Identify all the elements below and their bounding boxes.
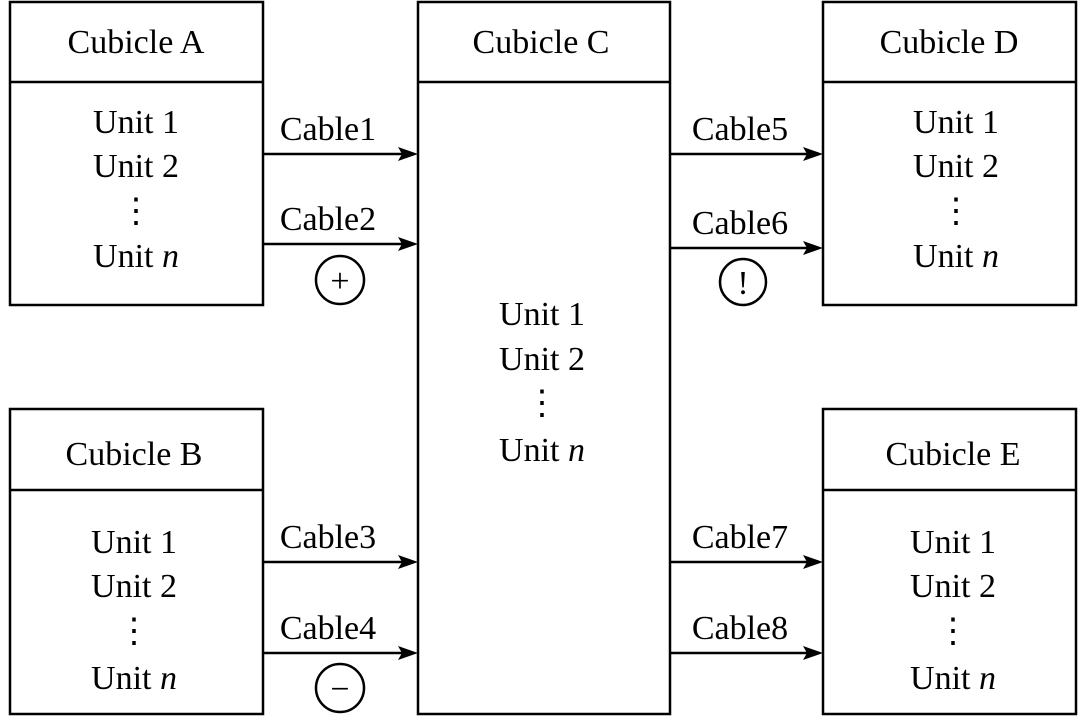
cubicle-a-ellipsis: ⋮ — [119, 193, 153, 230]
cable-2-arrowhead — [398, 237, 418, 251]
cable-5-label: Cable5 — [692, 111, 788, 148]
cable-8: Cable8 — [670, 610, 823, 660]
cable-4-label: Cable4 — [280, 610, 376, 647]
cubicle-d-box — [821, 0, 1078, 307]
cubicle-b-unit-n: Unit n — [91, 660, 177, 697]
cubicle-e-unit-n: Unit n — [910, 660, 996, 697]
cubicle-c-unit-1: Unit 1 — [499, 296, 585, 333]
cable-7-arrowhead — [803, 555, 823, 569]
cubicle-d-unit-2: Unit 2 — [913, 148, 999, 185]
minus-icon: − — [330, 671, 349, 708]
cable-1-label: Cable1 — [280, 111, 376, 148]
exclaim-marker-circle — [718, 257, 768, 307]
cubicle-c-title: Cubicle C — [473, 24, 610, 61]
cable-3-label: Cable3 — [280, 519, 376, 556]
cubicle-a-unit-1: Unit 1 — [93, 104, 179, 141]
plus-marker-circle — [314, 254, 366, 306]
cubicle-b-title: Cubicle B — [66, 436, 203, 473]
cable-3: Cable3 — [263, 519, 418, 569]
cable-6-arrowhead — [803, 241, 823, 255]
cubicle-e-box — [821, 407, 1078, 716]
cubicle-b-unit-2: Unit 2 — [91, 568, 177, 605]
cable-5: Cable5 — [670, 111, 823, 161]
cubicle-d-unit-n: Unit n — [913, 238, 999, 275]
cubicle-d-ellipsis: ⋮ — [939, 193, 973, 230]
cubicle-c-unit-n: Unit n — [499, 432, 585, 469]
cubicle-d-unit-1: Unit 1 — [913, 104, 999, 141]
cubicle-d-title: Cubicle D — [880, 24, 1019, 61]
cable-6-label: Cable6 — [692, 205, 788, 242]
cable-7-label: Cable7 — [692, 519, 788, 556]
cubicle-a-unit-2: Unit 2 — [93, 148, 179, 185]
cable-5-arrowhead — [803, 147, 823, 161]
cable-1: Cable1 — [263, 111, 418, 161]
cubicle-a-title: Cubicle A — [68, 24, 205, 61]
cable-3-arrowhead — [398, 555, 418, 569]
cable-4-arrowhead — [398, 646, 418, 660]
cubicle-e-ellipsis: ⋮ — [936, 613, 970, 650]
cubicle-b-unit-1: Unit 1 — [91, 524, 177, 561]
cubicle-e: Cubicle E Unit 1 Unit 2 ⋮ Unit n — [821, 407, 1078, 716]
cable-6: Cable6 ! — [670, 205, 823, 307]
cubicle-a: Cubicle A Unit 1 Unit 2 ⋮ Unit n — [8, 0, 265, 307]
cubicle-d: Cubicle D Unit 1 Unit 2 ⋮ Unit n — [821, 0, 1078, 307]
exclamation-icon: ! — [737, 265, 748, 302]
cubicle-e-unit-1: Unit 1 — [910, 524, 996, 561]
cubicle-c-unit-2: Unit 2 — [499, 341, 585, 378]
cubicle-e-unit-2: Unit 2 — [910, 568, 996, 605]
cubicle-b: Cubicle B Unit 1 Unit 2 ⋮ Unit n — [8, 407, 265, 716]
cubicle-c: Cubicle C Unit 1 Unit 2 ⋮ Unit n — [416, 0, 672, 716]
cubicle-a-unit-n: Unit n — [93, 238, 179, 275]
cubicle-b-ellipsis: ⋮ — [117, 613, 151, 650]
plus-icon: + — [330, 263, 349, 300]
cable-2-label: Cable2 — [280, 201, 376, 238]
cable-7: Cable7 — [670, 519, 823, 569]
minus-marker-circle — [314, 662, 366, 714]
cubicle-c-box — [416, 0, 672, 716]
cable-1-arrowhead — [398, 147, 418, 161]
cable-4: Cable4 − — [263, 610, 418, 714]
cable-2: Cable2 + — [263, 201, 418, 306]
cubicle-e-title: Cubicle E — [885, 436, 1020, 473]
cubicle-c-ellipsis: ⋮ — [525, 385, 559, 422]
cable-8-arrowhead — [803, 646, 823, 660]
cable-8-label: Cable8 — [692, 610, 788, 647]
